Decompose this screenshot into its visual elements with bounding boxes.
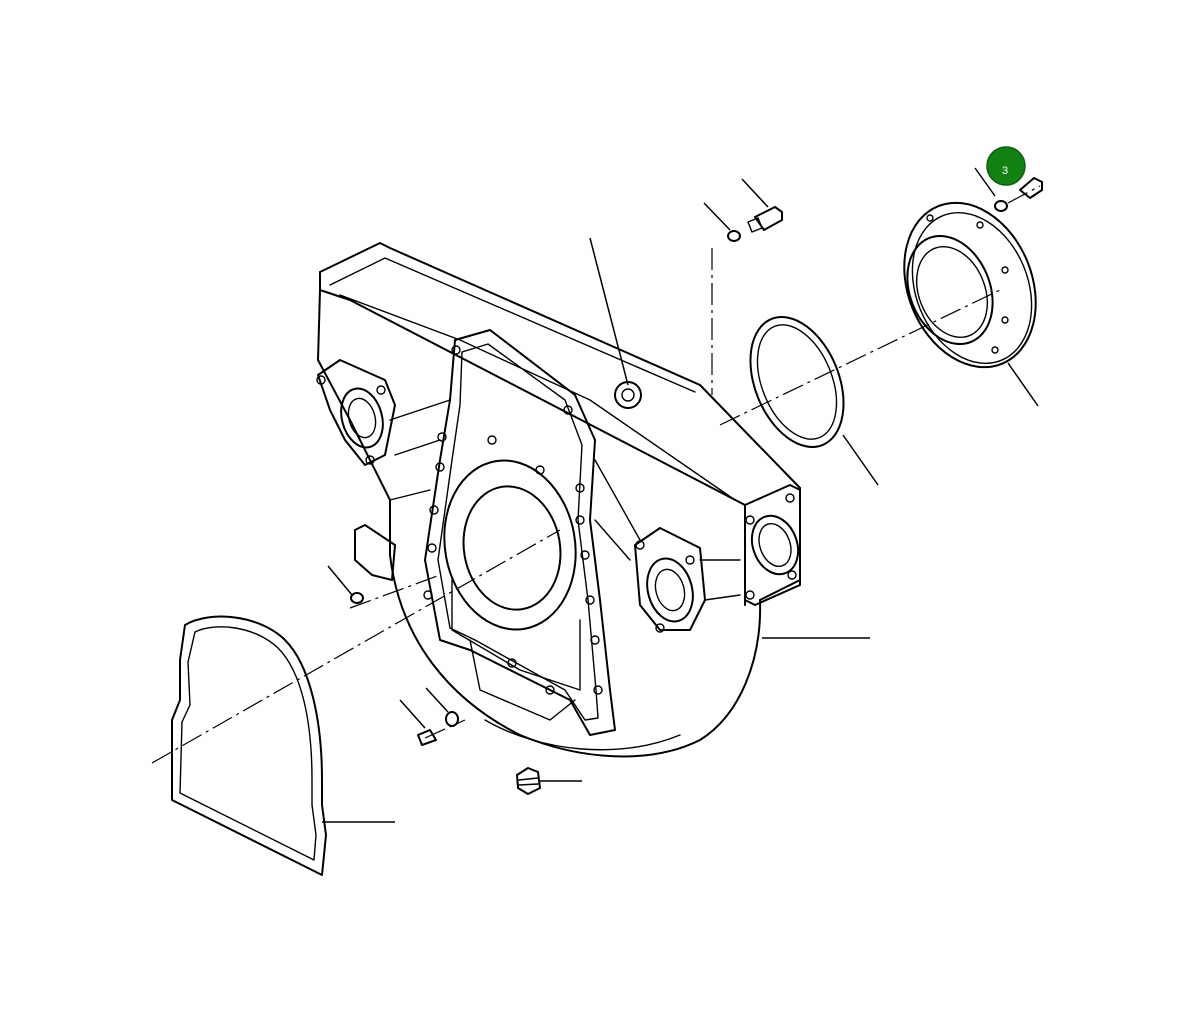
cap-screw-top: [747, 206, 783, 233]
washer-left: [350, 592, 364, 604]
gear-cover-housing: [316, 242, 801, 758]
screw-lower-left: [417, 729, 437, 746]
cap-screw-seal-housing: [1019, 177, 1043, 199]
o-ring: [749, 316, 845, 448]
callout-badge[interactable]: 3: [986, 146, 1026, 186]
front-cover-gasket: [171, 615, 327, 876]
callout-label: 3: [1002, 165, 1008, 177]
leader-lines: [322, 167, 1039, 823]
washer-lower-left: [445, 711, 459, 727]
flange-bolt-holes: [316, 345, 797, 695]
drain-plug: [516, 767, 541, 795]
washer-top: [727, 230, 741, 242]
washer-seal-housing: [994, 200, 1008, 212]
seal-housing: [903, 201, 1037, 369]
fasteners: [350, 177, 1043, 795]
assembly-axis-lines: [151, 185, 1041, 764]
